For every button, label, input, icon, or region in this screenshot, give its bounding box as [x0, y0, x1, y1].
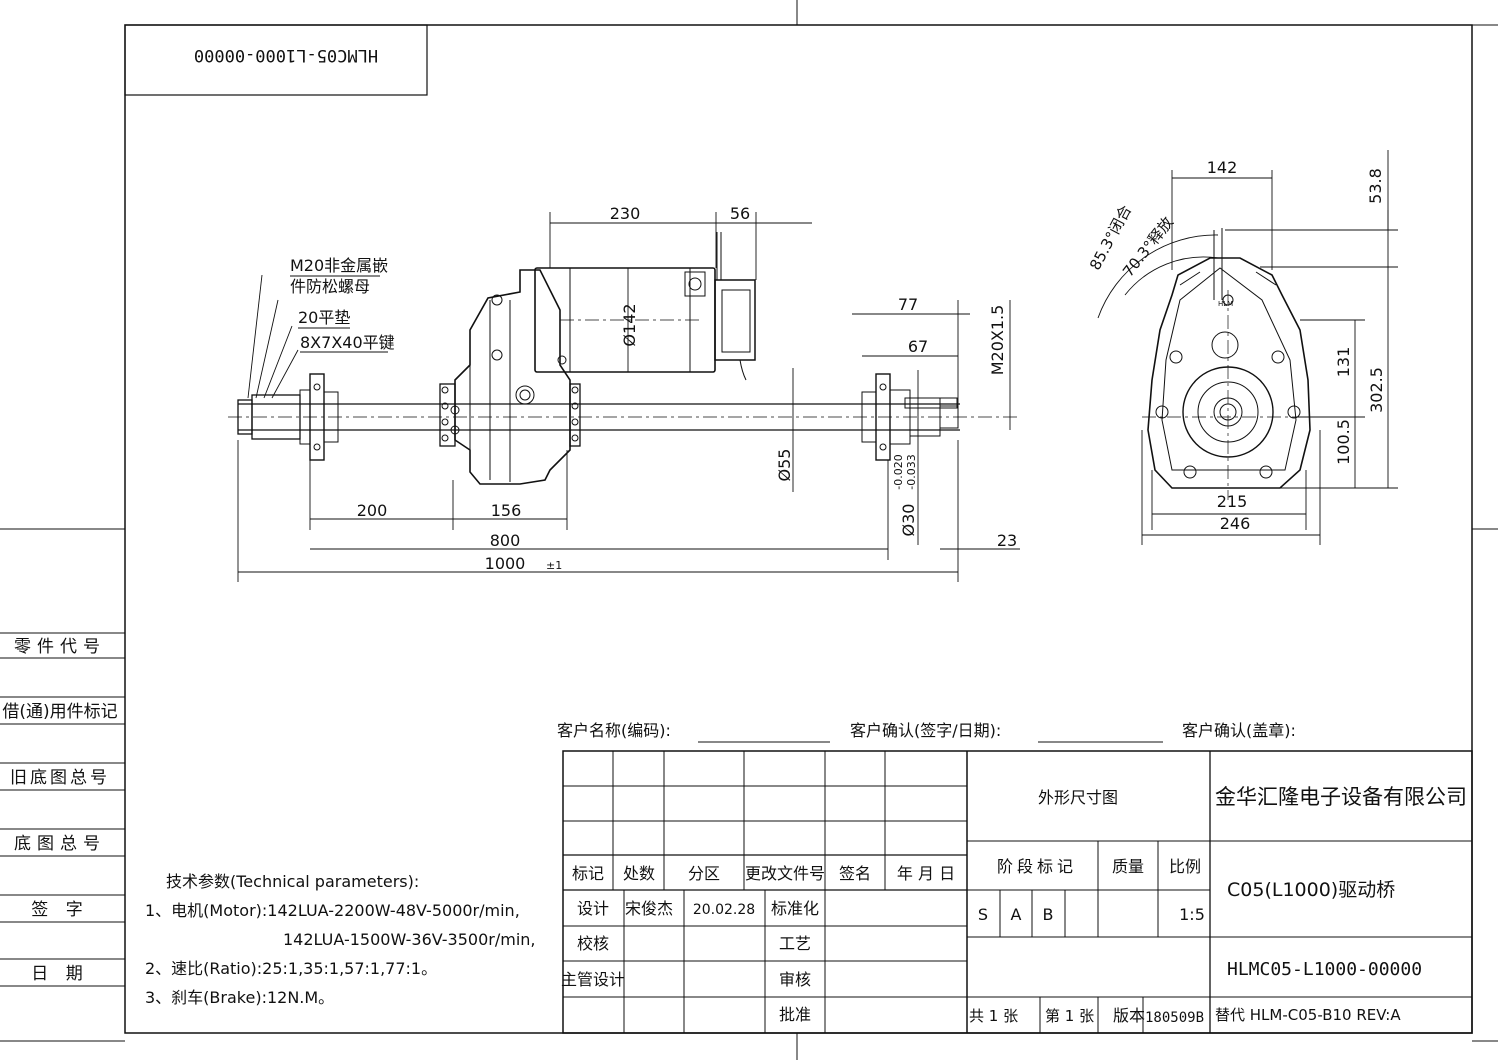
customer-confirmation: 客户名称(编码): 客户确认(签字/日期): 客户确认(盖章): — [557, 721, 1296, 743]
dim-m20-thread: M20X1.5 — [988, 305, 1007, 376]
tb-header-doc: 更改文件号 — [745, 864, 825, 883]
side-dim-215: 215 — [1217, 492, 1248, 511]
dim-156: 156 — [491, 501, 522, 520]
side-view-dimension-lines — [1097, 150, 1398, 545]
callout-nut-line2: 件防松螺母 — [290, 277, 370, 296]
dim-23: 23 — [997, 531, 1017, 550]
side-label-part-code: 零件代号 — [14, 637, 106, 657]
side-label-borrowed-mark: 借(通)用件标记 — [2, 702, 117, 722]
tb-header-sign: 签名 — [839, 864, 871, 883]
dim-800: 800 — [490, 531, 521, 550]
side-dim-246: 246 — [1220, 514, 1251, 533]
tech-brake: 3、刹车(Brake):12N.M。 — [145, 988, 334, 1007]
dim-67: 67 — [908, 337, 928, 356]
tb-approve-label: 批准 — [779, 1005, 811, 1024]
tech-ratio: 2、速比(Ratio):25:1,35:1,57:1,77:1。 — [145, 959, 437, 978]
tb-version-label: 版本 — [1113, 1006, 1145, 1025]
side-view-stamp: HLM — [1218, 300, 1233, 308]
tb-header-count: 处数 — [623, 864, 655, 883]
tb-header-date: 年 月 日 — [897, 864, 955, 883]
tb-stage-s: S — [978, 905, 988, 924]
dim-dia-142: Ø142 — [620, 303, 639, 346]
side-view-gearbox — [1142, 228, 1320, 500]
side-dim-302-5: 302.5 — [1367, 367, 1386, 413]
side-label-base-no: 底图总号 — [14, 834, 106, 854]
tb-check-label: 校核 — [577, 934, 609, 953]
tb-design-label: 设计 — [577, 899, 609, 918]
tb-stage-a: A — [1011, 905, 1022, 924]
side-dim-142: 142 — [1207, 158, 1238, 177]
tb-company: 金华汇隆电子设备有限公司 — [1215, 785, 1467, 809]
side-record-table — [0, 632, 125, 987]
tb-drawing-no: HLMC05-L1000-00000 — [1227, 959, 1422, 980]
mirrored-drawing-number-box: HLMC05-L1000-00000 — [124, 24, 428, 96]
side-dim-100-5: 100.5 — [1334, 419, 1353, 465]
dim-56: 56 — [730, 204, 750, 223]
customer-stamp-label: 客户确认(盖章): — [1182, 721, 1296, 740]
customer-name-label: 客户名称(编码): — [557, 721, 671, 740]
tech-motor-2: 142LUA-1500W-36V-3500r/min, — [283, 930, 535, 949]
tb-mass-label: 质量 — [1112, 857, 1144, 876]
side-label-signature: 签 字 — [31, 900, 88, 920]
tech-title: 技术参数(Technical parameters): — [166, 872, 419, 891]
dim-1000: 1000 — [485, 554, 526, 573]
tb-designer: 宋俊杰 — [625, 899, 673, 918]
tb-review-label: 审核 — [779, 970, 811, 989]
tb-part-name: C05(L1000)驱动桥 — [1227, 879, 1395, 901]
title-block-grid — [562, 750, 1473, 1034]
tb-drawing-type: 外形尺寸图 — [1038, 788, 1118, 807]
dim-dia-30: Ø30 — [899, 504, 918, 537]
dim-tol-upper: -0.020 — [892, 454, 905, 489]
front-view-drive-axle — [228, 232, 1020, 485]
tb-header-mark: 标记 — [572, 864, 604, 883]
side-dim-53-8: 53.8 — [1366, 168, 1385, 204]
dim-dia-55: Ø55 — [775, 449, 794, 482]
tb-scale-label: 比例 — [1169, 857, 1201, 876]
side-label-old-base-no: 旧底图总号 — [10, 768, 110, 788]
side-label-date: 日 期 — [31, 964, 88, 984]
tb-chief-label: 主管设计 — [561, 970, 625, 989]
tb-replaces: 替代 HLM-C05-B10 REV:A — [1215, 1006, 1401, 1024]
front-view-dimension-lines — [237, 212, 1020, 582]
callout-key: 8X7X40平键 — [300, 333, 395, 352]
tb-header-zone: 分区 — [688, 864, 720, 883]
technical-parameters: 技术参数(Technical parameters): 1、电机(Motor):… — [145, 872, 535, 1007]
callout-washer: 20平垫 — [298, 308, 350, 327]
dim-tol-lower: -0.033 — [905, 454, 918, 489]
dim-1000-tolerance: ±1 — [546, 559, 562, 572]
callout-nut-line1: M20非金属嵌 — [290, 256, 388, 275]
dim-77: 77 — [898, 295, 918, 314]
tb-process-label: 工艺 — [779, 934, 811, 953]
dim-230: 230 — [610, 204, 641, 223]
customer-sign-label: 客户确认(签字/日期): — [850, 721, 1001, 740]
dim-200: 200 — [357, 501, 388, 520]
tb-version: 180509B — [1145, 1010, 1204, 1026]
tb-sheets-total: 共 1 张 — [969, 1007, 1018, 1025]
tb-standardize-label: 标准化 — [771, 899, 819, 918]
tb-stage-label: 阶段标记 — [997, 857, 1077, 876]
side-dim-131: 131 — [1334, 347, 1353, 378]
tb-stage-b: B — [1043, 905, 1054, 924]
mirrored-drawing-number: HLMC05-L1000-00000 — [194, 45, 378, 65]
tech-motor-1: 1、电机(Motor):142LUA-2200W-48V-5000r/min, — [145, 901, 520, 920]
tb-scale: 1:5 — [1179, 905, 1205, 924]
tb-sheet-no: 第 1 张 — [1045, 1007, 1094, 1025]
tb-design-date: 20.02.28 — [693, 902, 755, 918]
